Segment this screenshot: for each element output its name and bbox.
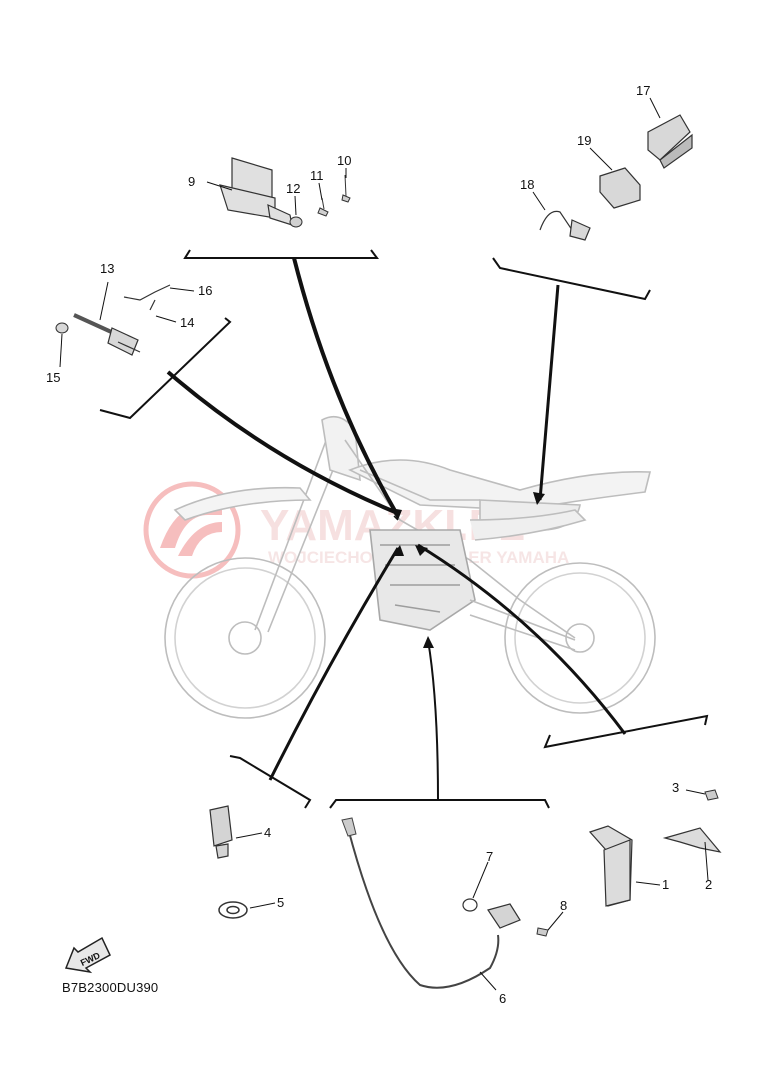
part-rectifier-19: [599, 167, 641, 209]
callout-8: 8: [560, 898, 567, 913]
callout-13: 13: [100, 261, 114, 276]
callout-4: 4: [264, 825, 271, 840]
callout-6: 6: [499, 991, 506, 1006]
part-washer-5: [218, 901, 248, 919]
arrowheads: [390, 492, 545, 648]
callout-12: 12: [286, 181, 300, 196]
part-harness-18: [539, 210, 591, 241]
part-bracket-2: [662, 827, 722, 853]
fwd-arrow-icon: FWD: [64, 936, 111, 974]
callout-1: 1: [662, 877, 669, 892]
part-cap-15: [55, 322, 69, 334]
callout-numbers: 1 2 3 4 5 6 7 8 9 10 11 12 13 14 15 16 1…: [46, 83, 712, 1006]
part-ignition-coil-1: [588, 825, 633, 907]
diagram-code: B7B2300DU390: [62, 980, 159, 995]
part-number-leaders: [59, 97, 709, 991]
callout-11: 11: [310, 168, 324, 183]
part-sensor-13: [73, 313, 141, 356]
part-nut-12: [289, 216, 303, 228]
part-bolt-3: [704, 789, 719, 801]
part-cable-6: [341, 817, 500, 989]
callout-17: 17: [636, 83, 650, 98]
callout-5: 5: [277, 895, 284, 910]
part-relay-17: [647, 114, 693, 169]
callout-3: 3: [672, 780, 679, 795]
part-clip-14-16: [123, 284, 171, 311]
callout-14: 14: [180, 315, 194, 330]
callout-brackets: [99, 249, 709, 809]
part-bolt-10: [341, 174, 351, 203]
part-ecu: [219, 157, 293, 226]
part-bolt-11: [317, 197, 329, 217]
part-bolt-8: [536, 927, 549, 937]
part-oring-7: [462, 898, 478, 912]
callout-10: 10: [337, 153, 351, 168]
leader-lines: [166, 257, 627, 801]
callout-9: 9: [188, 174, 195, 189]
part-sensor-4: [209, 805, 233, 859]
callout-2: 2: [705, 877, 712, 892]
callout-18: 18: [520, 177, 534, 192]
part-sensor-bracket: [487, 903, 521, 929]
callout-16: 16: [198, 283, 212, 298]
watermark-logo-icon: [143, 481, 241, 579]
motorcycle-illustration: [164, 415, 656, 719]
callout-19: 19: [577, 133, 591, 148]
callout-15: 15: [46, 370, 60, 385]
callout-7: 7: [486, 849, 493, 864]
